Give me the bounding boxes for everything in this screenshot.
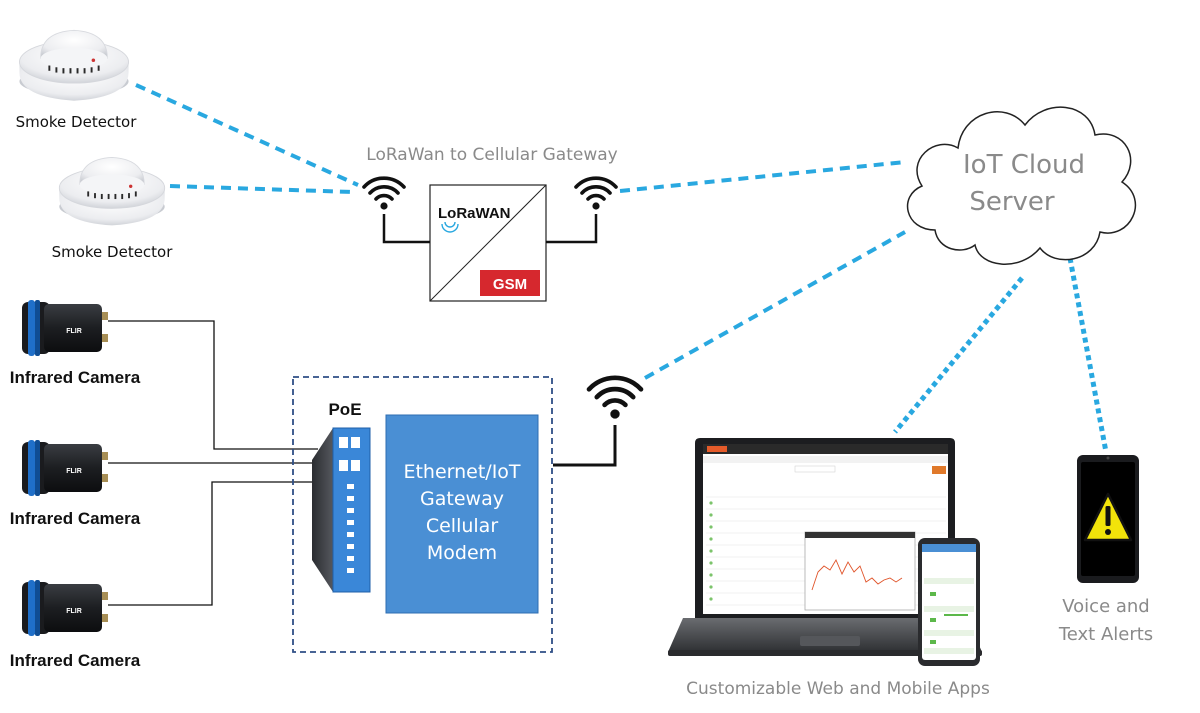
gateway-enclosure: [292, 376, 553, 653]
camera-wires: [108, 320, 318, 606]
lorawan-logo: LoRaWAN: [438, 205, 511, 233]
gateway-antenna-right: [546, 214, 598, 244]
infrared-camera-2: FLIR Infrared Camera: [10, 440, 141, 528]
mobile-app-phone: [918, 538, 980, 666]
smoke-detector-2: Smoke Detector: [52, 156, 174, 261]
gsm-badge: [480, 270, 540, 296]
iot-gateway-line2: Gateway: [420, 488, 504, 510]
infrared-camera-3: FLIR Infrared Camera: [10, 580, 141, 670]
iot-gateway-box: Ethernet/IoT Gateway Cellular Modem: [385, 414, 539, 614]
infrared-camera-icon: [22, 440, 108, 496]
wireless-links: [135, 83, 1109, 453]
smoke-detector-label: Smoke Detector: [52, 243, 174, 261]
iot-cloud-server: IoT Cloud Server: [906, 106, 1137, 265]
iot-gateway-line3: Cellular: [426, 515, 498, 537]
camera-brand: FLIR: [66, 328, 82, 335]
svg-text:LoRaWAN: LoRaWAN: [438, 205, 511, 222]
cloud-icon: [906, 106, 1137, 265]
warning-icon: [1083, 492, 1133, 542]
infrared-camera-icon: [22, 580, 108, 636]
lorawan-gateway: LoRaWAN GSM: [429, 184, 547, 302]
iot-gateway-line4: Modem: [427, 542, 497, 564]
laptop: Customizable Web and Mobile Apps: [668, 438, 990, 699]
camera-label: Infrared Camera: [10, 651, 141, 670]
link-cloud-apps: [893, 276, 1024, 434]
gateway-title: LoRaWan to Cellular Gateway: [366, 145, 617, 165]
alerts-label-line2: Text Alerts: [1058, 624, 1153, 645]
poe-label: PoE: [328, 400, 361, 419]
wifi-icon: [362, 176, 406, 212]
link-smoke1-gateway: [135, 83, 359, 187]
cloud-label-line1: IoT Cloud: [963, 150, 1085, 180]
gateway-antenna-left: [382, 214, 430, 244]
camera-brand: FLIR: [66, 608, 82, 615]
wifi-icon: [589, 378, 641, 419]
web-dashboard: [703, 444, 948, 611]
gsm-label: GSM: [493, 276, 527, 293]
link-iotgateway-cloud: [644, 230, 906, 380]
link-cloud-phone: [1067, 257, 1109, 453]
alerts-label-line1: Voice and: [1062, 596, 1150, 617]
smoke-detector-icon: [18, 29, 130, 102]
poe-switch: PoE: [312, 400, 371, 593]
camera-label: Infrared Camera: [10, 509, 141, 528]
link-smoke2-gateway: [169, 184, 353, 194]
infrared-camera-icon: [22, 300, 108, 356]
camera-label: Infrared Camera: [10, 368, 141, 387]
iot-gateway-line1: Ethernet/IoT: [403, 461, 520, 483]
smoke-detector-1: Smoke Detector: [16, 29, 138, 131]
infrared-camera-1: FLIR Infrared Camera: [10, 300, 141, 387]
camera-brand: FLIR: [66, 468, 82, 475]
alert-phone: Voice and Text Alerts: [1058, 455, 1153, 645]
wifi-icon: [574, 176, 618, 212]
smoke-detector-label: Smoke Detector: [16, 113, 138, 131]
iot-gateway-antenna: [553, 425, 617, 467]
smoke-detector-icon: [58, 156, 166, 227]
cloud-label-line2: Server: [969, 187, 1055, 217]
link-gateway-cloud: [619, 160, 906, 193]
apps-label: Customizable Web and Mobile Apps: [686, 679, 990, 699]
